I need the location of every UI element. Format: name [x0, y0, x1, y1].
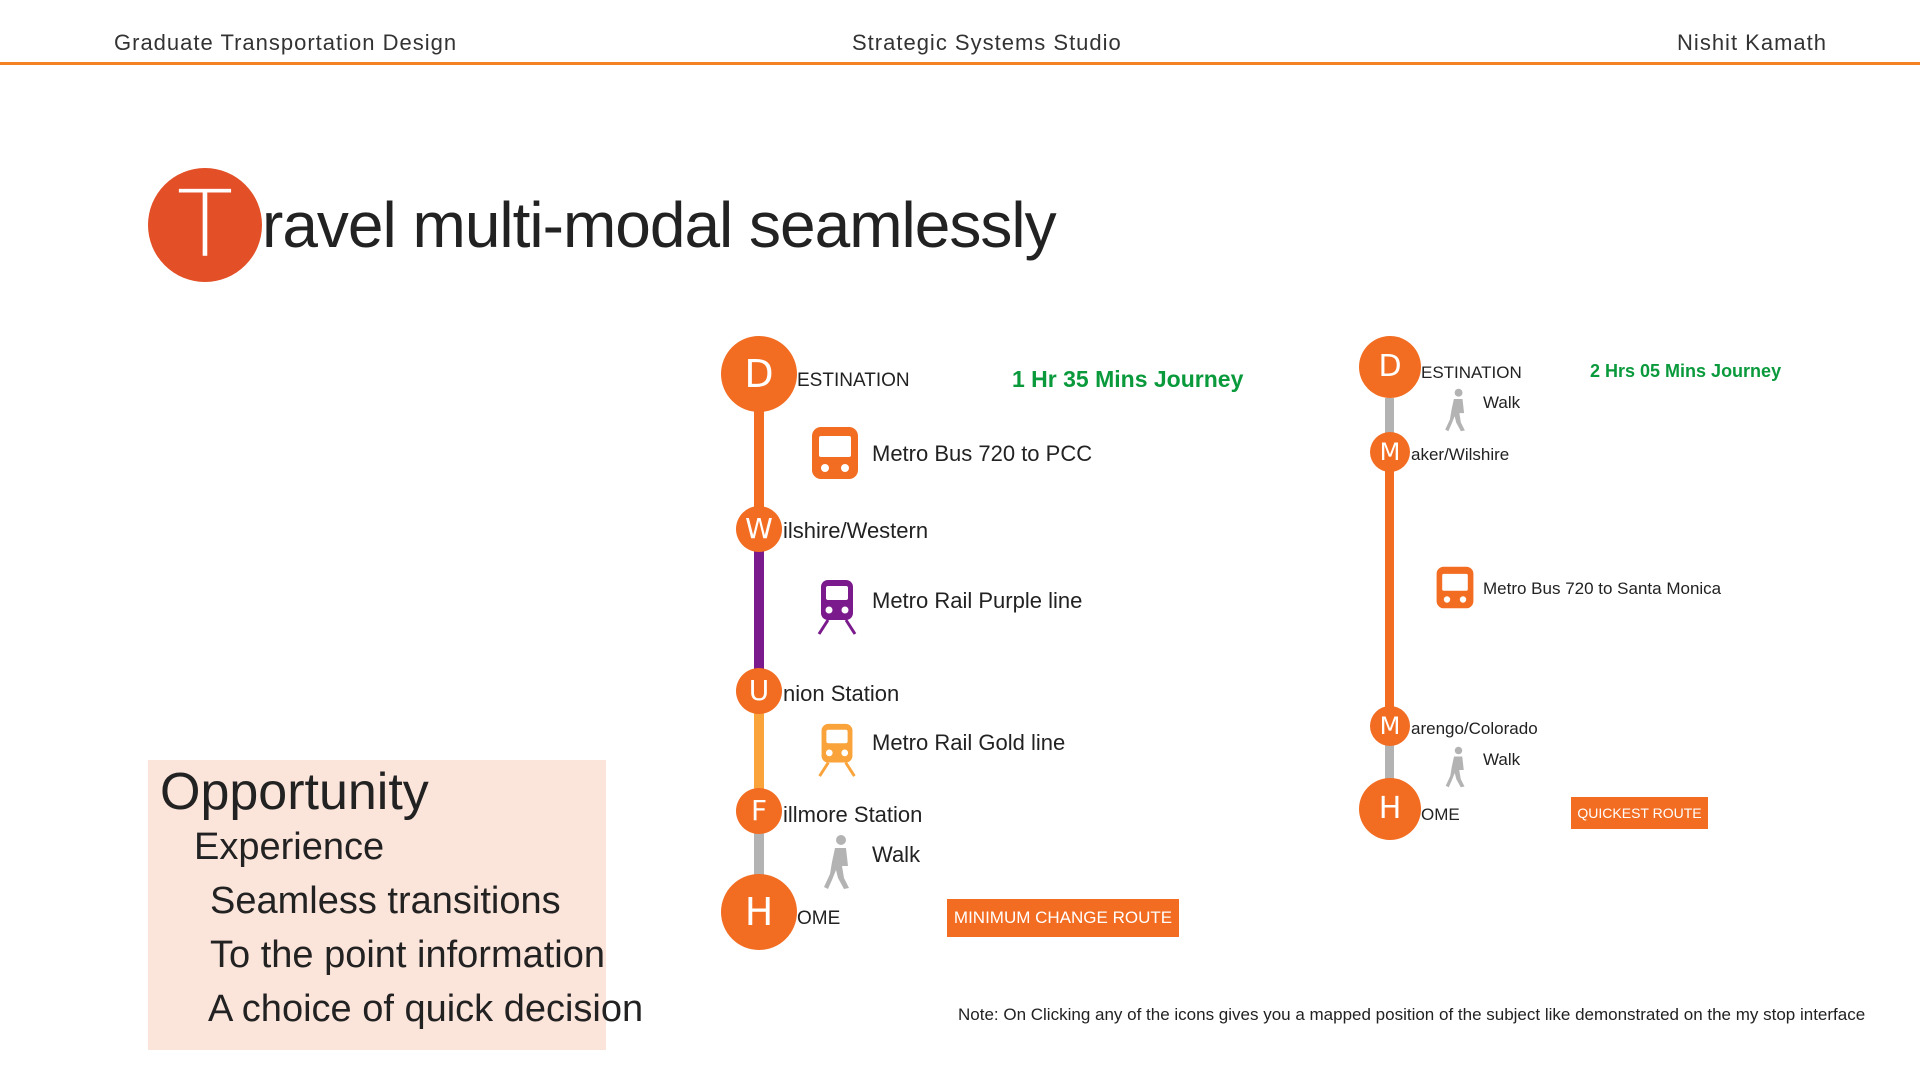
route2-journey-duration: 2 Hrs 05 Mins Journey — [1590, 361, 1782, 381]
bus-icon[interactable] — [1435, 565, 1475, 610]
route2-leg-label: Walk — [1483, 393, 1521, 412]
minimum-change-route-tag[interactable]: MINIMUM CHANGE ROUTE — [947, 899, 1179, 937]
route1-stop-union-station[interactable]: U — [736, 668, 782, 714]
route1-segment-purple-line — [754, 529, 764, 691]
quickest-route-tag[interactable]: QUICKEST ROUTE — [1571, 797, 1708, 829]
route2-stop-label: arengo/Colorado — [1411, 719, 1538, 738]
opportunity-subheading: Experience — [194, 826, 385, 868]
route2-stop-label: aker/Wilshire — [1411, 445, 1510, 464]
route1-stop-label: illmore Station — [783, 802, 923, 827]
route1-stop-home[interactable]: H — [721, 874, 797, 950]
route2-stop-label: ESTINATION — [1421, 363, 1522, 382]
footnote: Note: On Clicking any of the icons gives… — [958, 1005, 1866, 1024]
route1-stop-label: OME — [797, 908, 841, 929]
route2-segment-walk — [1385, 398, 1394, 452]
route1-stop-fillmore-station[interactable]: F — [736, 788, 782, 834]
route1-stop-label: nion Station — [783, 681, 900, 706]
route2-leg-label: Walk — [1483, 750, 1521, 769]
title-initial-badge — [148, 168, 262, 282]
header-divider — [0, 62, 1920, 65]
walk-icon[interactable] — [1445, 746, 1469, 788]
route2-stop-marengo-colorado[interactable]: M — [1370, 706, 1410, 746]
train-icon[interactable] — [816, 722, 858, 778]
walk-icon[interactable] — [824, 834, 854, 890]
route1-leg-label: Metro Bus 720 to PCC — [872, 441, 1093, 466]
route1-segment-gold-line — [754, 691, 764, 810]
route1-leg-label: Metro Rail Purple line — [872, 588, 1083, 613]
header-studio-title: Strategic Systems Studio — [852, 30, 1122, 55]
route1-leg-label: Metro Rail Gold line — [872, 730, 1066, 755]
route2-stop-destination[interactable]: D — [1359, 336, 1421, 398]
train-icon[interactable] — [816, 578, 858, 636]
route2-segment-bus — [1385, 452, 1394, 726]
route2-stop-maker-wilshire[interactable]: M — [1370, 432, 1410, 472]
opportunity-point: Seamless transitions — [210, 880, 561, 922]
route2-leg-label: Metro Bus 720 to Santa Monica — [1483, 579, 1722, 598]
opportunity-point: A choice of quick decision — [208, 988, 644, 1030]
walk-icon[interactable] — [1445, 388, 1469, 432]
page-title: ravel multi-modal seamlessly — [262, 189, 1057, 261]
header-author: Nishit Kamath — [1677, 30, 1827, 55]
opportunity-point: To the point information — [210, 934, 606, 976]
route2-stop-label: OME — [1421, 805, 1460, 824]
route1-leg-label: Walk — [872, 842, 921, 867]
bus-icon[interactable] — [810, 425, 860, 481]
opportunity-heading: Opportunity — [160, 763, 429, 821]
route1-stop-wilshire-western[interactable]: W — [736, 506, 782, 552]
title-initial: T — [176, 171, 234, 278]
route1-journey-duration: 1 Hr 35 Mins Journey — [1012, 366, 1244, 392]
header-course-title: Graduate Transportation Design — [114, 30, 458, 55]
route1-stop-label: ilshire/Western — [783, 518, 929, 543]
route1-stop-label: ESTINATION — [797, 370, 910, 391]
route1-stop-destination[interactable]: D — [721, 336, 797, 412]
route1-segment-walk — [754, 810, 764, 912]
route1-segment-bus — [754, 374, 764, 529]
route2-stop-home[interactable]: H — [1359, 778, 1421, 840]
opportunity-panel — [148, 760, 606, 1050]
route2-segment-walk — [1385, 726, 1394, 810]
